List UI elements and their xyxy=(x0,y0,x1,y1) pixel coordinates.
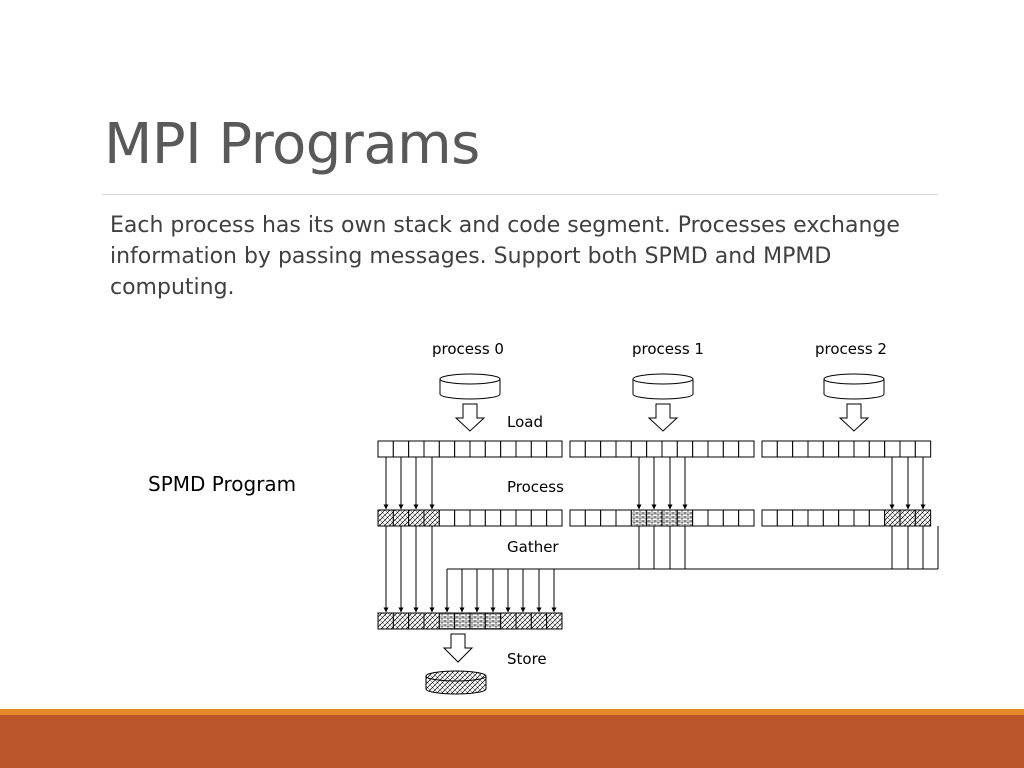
memory-array-row-process xyxy=(377,509,932,527)
gather-stage-label: Gather xyxy=(507,538,559,556)
title-divider xyxy=(102,194,938,195)
process-stage-arrows xyxy=(383,457,926,510)
store-stage-label: Store xyxy=(507,650,547,668)
gather-arrows xyxy=(444,569,557,613)
spmd-program-label: SPMD Program xyxy=(148,472,297,496)
disk-icon xyxy=(439,373,501,400)
footer-accent-line xyxy=(0,709,1024,715)
slide-title: MPI Programs xyxy=(104,112,480,177)
load-arrow-icon xyxy=(454,403,486,432)
process-2-label: process 2 xyxy=(815,340,887,358)
slide-body-text: Each process has its own stack and code … xyxy=(110,213,900,300)
gather-local-arrows xyxy=(383,526,435,613)
memory-array-row-load xyxy=(377,440,932,458)
result-disk-icon xyxy=(425,670,487,695)
disk-icon xyxy=(632,373,694,400)
load-stage-label: Load xyxy=(507,413,543,431)
footer-band xyxy=(0,715,1024,768)
load-arrow-icon xyxy=(647,403,679,432)
store-arrow-icon xyxy=(442,633,474,663)
process-1-label: process 1 xyxy=(632,340,704,358)
gather-lines xyxy=(447,526,939,570)
memory-array-row-gathered xyxy=(377,612,563,630)
process-stage-label: Process xyxy=(507,478,564,496)
load-arrow-icon xyxy=(838,403,870,432)
disk-icon xyxy=(823,373,885,400)
process-0-label: process 0 xyxy=(432,340,504,358)
